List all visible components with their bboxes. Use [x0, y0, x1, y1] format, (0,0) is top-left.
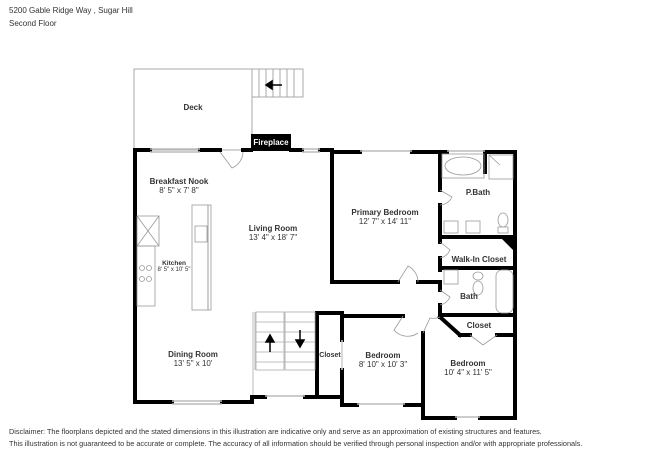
room-closet-bedroom-3: Closet: [467, 321, 491, 330]
room-name: Bath: [460, 292, 478, 301]
room-dimensions: 8' 5" x 7' 8": [159, 186, 199, 196]
doors: [219, 151, 498, 346]
room-dimensions: 12' 7" x 14' 11": [358, 217, 412, 227]
room-name: Closet: [466, 321, 492, 330]
room-closet-stair: Closet: [319, 352, 340, 360]
room-name: Breakfast Nook: [149, 177, 209, 186]
deck-outline: [133, 68, 304, 151]
room-name: Closet: [319, 352, 341, 359]
stair-arrows: [264, 330, 306, 352]
room-primary-bedroom: Primary Bedroom 12' 7" x 14' 11": [351, 208, 418, 226]
room-deck: Deck: [183, 103, 202, 112]
room-living-room: Living Room 13' 4" x 18' 7": [249, 224, 297, 242]
room-name: Deck: [183, 103, 203, 112]
windows: [150, 148, 485, 418]
room-name: Dining Room: [168, 350, 218, 359]
room-dimensions: 8' 5" x 10' 5": [157, 267, 191, 274]
room-name: Living Room: [248, 224, 298, 233]
bath-fixtures: [441, 153, 514, 314]
room-dimensions: 8' 10" x 10' 3": [358, 360, 408, 370]
room-dimensions: 13' 5" x 10': [173, 359, 213, 369]
kitchen-fixtures: [136, 204, 212, 311]
room-fireplace: Fireplace: [251, 134, 291, 151]
room-name: Kitchen: [162, 260, 186, 267]
room-bath: Bath: [460, 292, 478, 301]
deck-stair-arrow: [264, 79, 282, 91]
room-dining-room: Dining Room 13' 5" x 10': [168, 350, 218, 368]
room-name: Primary Bedroom: [351, 208, 419, 217]
room-name: Bedroom: [450, 359, 486, 368]
room-bedroom-3: Bedroom 10' 4" x 11' 5": [444, 359, 492, 377]
room-dimensions: 13' 4" x 18' 7": [248, 233, 298, 243]
floor-label: Second Floor: [9, 19, 57, 28]
room-kitchen: Kitchen 8' 5" x 10' 5": [158, 260, 191, 274]
property-address: 5200 Gable Ridge Way , Sugar Hill: [9, 6, 133, 15]
disclaimer-line-2: This illustration is not guaranteed to b…: [9, 439, 583, 448]
disclaimer-line-1: Disclaimer: The floorplans depicted and …: [9, 427, 542, 436]
room-name: Walk-In Closet: [451, 255, 507, 264]
walk-in-corner: [500, 237, 515, 252]
room-walk-in-closet: Walk-In Closet: [452, 255, 507, 264]
room-p-bath: P.Bath: [466, 188, 490, 197]
room-breakfast-nook: Breakfast Nook 8' 5" x 7' 8": [150, 177, 209, 195]
interior-stairs: [252, 311, 316, 395]
room-name: Bedroom: [365, 351, 401, 360]
room-name: P.Bath: [465, 188, 491, 197]
room-dimensions: 10' 4" x 11' 5": [444, 368, 492, 378]
room-bedroom-2: Bedroom 8' 10" x 10' 3": [359, 351, 407, 369]
exterior-walls: [133, 148, 517, 420]
